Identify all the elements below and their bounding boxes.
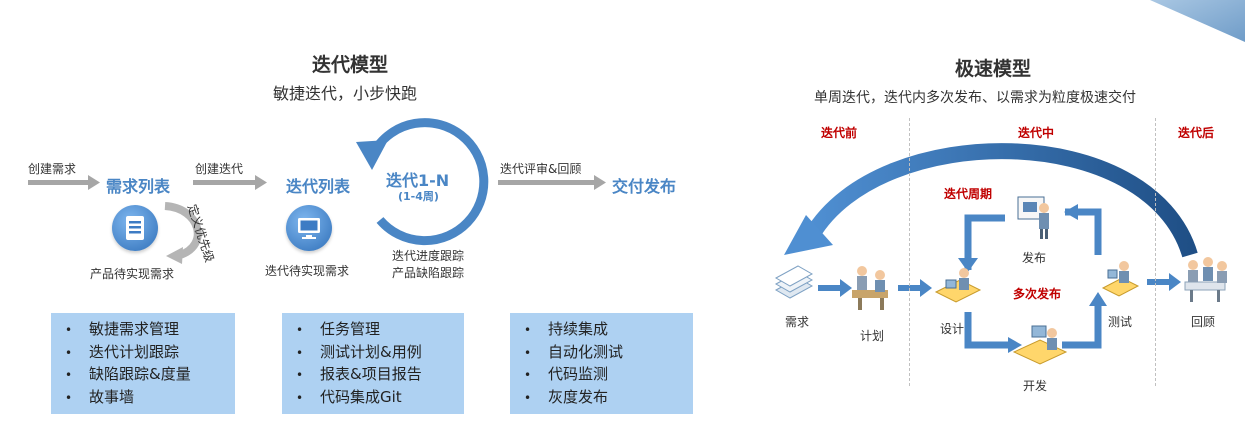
iteration-pending-label: 迭代待实现需求 xyxy=(265,264,350,278)
requirement-list-label: 需求列表 xyxy=(106,177,171,196)
phase-during-label: 迭代中 xyxy=(1018,126,1055,140)
feature-item: 任务管理 xyxy=(296,319,464,342)
rapid-model-title: 极速模型 xyxy=(955,58,1032,80)
node-label-plan: 计划 xyxy=(860,329,885,343)
feature-item: 灰度发布 xyxy=(524,387,693,410)
deliver-label: 交付发布 xyxy=(612,177,677,196)
feature-box-requirements: 敏捷需求管理 迭代计划跟踪 缺陷跟踪&度量 故事墙 xyxy=(51,313,235,414)
phase-divider xyxy=(1155,118,1156,386)
iteration-list-label: 迭代列表 xyxy=(286,177,351,196)
progress-tracking-label: 迭代进度跟踪 xyxy=(392,249,465,263)
phase-divider xyxy=(909,118,910,386)
create-requirement-label: 创建需求 xyxy=(28,162,77,176)
corner-decoration xyxy=(1150,0,1245,42)
iteration-cycle-period-label: 迭代周期 xyxy=(944,187,993,201)
flow-arrow-review xyxy=(498,175,606,190)
feature-item: 持续集成 xyxy=(524,319,693,342)
phase-after-label: 迭代后 xyxy=(1178,126,1215,140)
create-iteration-label: 创建迭代 xyxy=(195,162,244,176)
monitor-icon xyxy=(286,205,332,251)
node-label-release: 发布 xyxy=(1022,251,1047,265)
node-label-dev: 开发 xyxy=(1023,379,1048,393)
feature-item: 缺陷跟踪&度量 xyxy=(65,364,235,387)
node-label-requirement: 需求 xyxy=(785,315,810,329)
node-label-test: 测试 xyxy=(1108,315,1133,329)
rapid-model-subtitle: 单周迭代，迭代内多次发布、以需求为粒度极速交付 xyxy=(814,90,1136,106)
iteration-model-title: 迭代模型 xyxy=(312,54,389,76)
document-icon xyxy=(112,205,158,251)
iteration-model-subtitle: 敏捷迭代，小步快跑 xyxy=(273,84,418,103)
feature-item: 报表&项目报告 xyxy=(296,364,464,387)
feature-item: 故事墙 xyxy=(65,387,235,410)
product-pending-label: 产品待实现需求 xyxy=(90,267,175,281)
feature-item: 敏捷需求管理 xyxy=(65,319,235,342)
feature-item: 自动化测试 xyxy=(524,342,693,365)
flow-arrow-create-req xyxy=(28,175,100,190)
review-label: 迭代评审&回顾 xyxy=(500,162,582,176)
node-label-retro: 回顾 xyxy=(1191,315,1216,329)
iteration-period-label: (1-4周) xyxy=(398,190,439,203)
feature-item: 代码监测 xyxy=(524,364,693,387)
feature-box-integration: 持续集成 自动化测试 代码监测 灰度发布 xyxy=(510,313,693,414)
feature-item: 代码集成Git xyxy=(296,387,464,410)
flow-arrow-create-iter xyxy=(193,175,267,190)
multi-release-label: 多次发布 xyxy=(1013,287,1062,301)
iteration-cycle-label: 迭代1-N xyxy=(386,171,450,190)
node-label-design: 设计 xyxy=(940,322,965,336)
retro-feedback-arc xyxy=(805,143,1198,258)
feature-box-tasks: 任务管理 测试计划&用例 报表&项目报告 代码集成Git xyxy=(282,313,464,414)
phase-before-label: 迭代前 xyxy=(821,126,858,140)
iteration-cycle-ring xyxy=(356,118,489,246)
defect-tracking-label: 产品缺陷跟踪 xyxy=(392,266,465,280)
feature-item: 迭代计划跟踪 xyxy=(65,342,235,365)
priority-curve-arrow xyxy=(164,202,202,259)
feature-item: 测试计划&用例 xyxy=(296,342,464,365)
